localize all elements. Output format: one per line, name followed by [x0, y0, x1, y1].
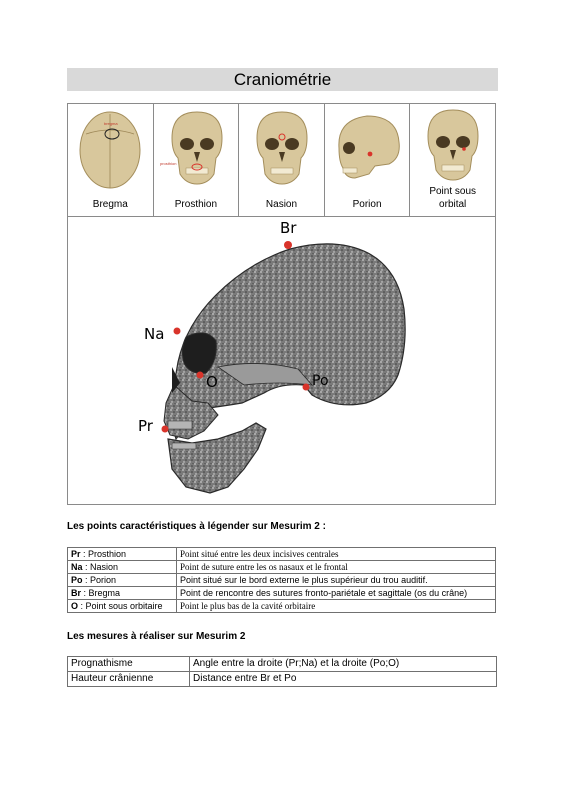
table-row: Na : Nasion Point de suture entre les os…: [67, 560, 496, 574]
skull-front-view-image: prosthion: [160, 111, 223, 185]
point-name-cell: Na : Nasion: [67, 560, 177, 574]
skull-front-view-image: [256, 111, 308, 185]
skull-front-view-image: [427, 109, 479, 181]
thumbnail-porion: Porion: [325, 104, 411, 216]
pr-label: Pr: [138, 417, 154, 435]
thumbnail-label: Bregma: [92, 199, 128, 210]
pr-point-marker: [161, 425, 169, 433]
point-desc-cell: Point le plus bas de la cavité orbitaire: [176, 599, 496, 613]
thumbnail-label-line: orbital: [439, 199, 467, 210]
thumbnail-label-line: Point sous: [429, 186, 477, 197]
br-label: Br: [280, 219, 297, 237]
o-point-marker: [196, 371, 204, 379]
table-row: Pr : Prosthion Point situé entre les deu…: [67, 547, 496, 561]
thumbnail-label: Prosthion: [174, 199, 218, 210]
bregma-annotation: bregma: [104, 121, 118, 126]
na-label: Na: [144, 325, 164, 343]
points-table: Pr : Prosthion Point situé entre les deu…: [67, 547, 496, 613]
thumbnail-point-sous-orbital: Point sous orbital: [410, 104, 495, 216]
point-name-cell: Po : Porion: [67, 573, 177, 587]
measure-desc-cell: Distance entre Br et Po: [189, 671, 497, 687]
na-point-marker: [173, 327, 181, 335]
thumbnail-prosthion: prosthion Prosthion: [154, 104, 240, 216]
prosthion-annotation: prosthion: [160, 161, 176, 166]
points-heading: Les points caractéristiques à légender s…: [67, 521, 326, 532]
skull-side-view-image: [338, 115, 400, 179]
point-desc-cell: Point de suture entre les os nasaux et l…: [176, 560, 496, 574]
table-row: Hauteur crânienne Distance entre Br et P…: [67, 671, 497, 687]
br-point-marker: [284, 241, 292, 249]
point-desc-cell: Point situé entre les deux incisives cen…: [176, 547, 496, 561]
thumbnail-label: Nasion: [265, 199, 298, 210]
table-row: Po : Porion Point situé sur le bord exte…: [67, 573, 496, 587]
measures-table: Prognathisme Angle entre la droite (Pr;N…: [67, 656, 497, 687]
thumbnail-label: Porion: [352, 199, 382, 210]
point-name-cell: Pr : Prosthion: [67, 547, 177, 561]
thumbnail-label: Point sous orbital: [410, 185, 495, 211]
measure-name-cell: Hauteur crânienne: [67, 671, 190, 687]
table-row: Br : Bregma Point de rencontre des sutur…: [67, 586, 496, 600]
skull-top-view-image: bregma: [79, 111, 141, 189]
measure-name-cell: Prognathisme: [67, 656, 190, 672]
page-title: Craniométrie: [67, 68, 498, 91]
point-name-cell: Br : Bregma: [67, 586, 177, 600]
measure-desc-cell: Angle entre la droite (Pr;Na) et la droi…: [189, 656, 497, 672]
point-desc-cell: Point de rencontre des sutures fronto-pa…: [176, 586, 496, 600]
o-label: O: [206, 373, 218, 391]
table-row: Prognathisme Angle entre la droite (Pr;N…: [67, 656, 497, 672]
thumbnail-bregma: bregma Bregma: [68, 104, 154, 216]
table-row: O : Point sous orbitaire Point le plus b…: [67, 599, 496, 613]
point-desc-cell: Point situé sur le bord externe le plus …: [176, 573, 496, 587]
craniometry-plate: bregma Bregma prosthion Prosthion: [67, 103, 496, 505]
measures-heading: Les mesures à réaliser sur Mesurim 2: [67, 631, 246, 642]
thumbnail-nasion: Nasion: [239, 104, 325, 216]
thumbnail-row: bregma Bregma prosthion Prosthion: [68, 104, 495, 217]
point-name-cell: O : Point sous orbitaire: [67, 599, 177, 613]
po-point-marker: [302, 383, 310, 391]
skull-lateral-view-image: Br Na O Po Pr: [138, 219, 406, 494]
po-label: Po: [312, 373, 329, 389]
